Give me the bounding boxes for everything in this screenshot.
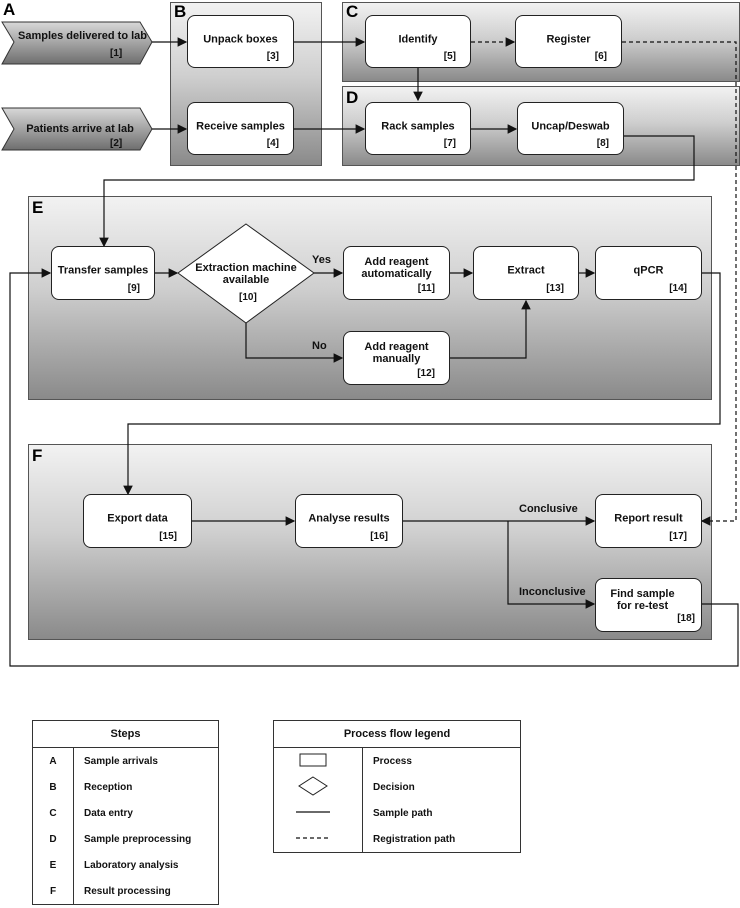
flow-legend-process-label: Process bbox=[362, 747, 521, 774]
node-label: Report result bbox=[614, 512, 683, 525]
node-number: [17] bbox=[669, 531, 687, 542]
node-number: [6] bbox=[594, 51, 607, 62]
node-label: Transfer samples bbox=[57, 264, 149, 277]
node-label: Rack samples bbox=[381, 120, 455, 133]
node-label: Receive samples bbox=[196, 120, 285, 133]
node-export-data: Export data [15] bbox=[83, 494, 192, 548]
steps-value: Result processing bbox=[73, 878, 219, 905]
node-number: [18] bbox=[677, 613, 695, 624]
node-number: [5] bbox=[443, 51, 456, 62]
node-number: [13] bbox=[546, 283, 564, 294]
section-letter-c: C bbox=[346, 2, 359, 21]
section-letter-f: F bbox=[32, 446, 43, 465]
node-number: [15] bbox=[159, 531, 177, 542]
node-label: Export data bbox=[107, 512, 168, 525]
steps-value: Sample preprocessing bbox=[73, 826, 219, 852]
flow-legend-registration-path-label: Registration path bbox=[362, 826, 521, 853]
edge-label-inconclusive: Inconclusive bbox=[519, 586, 586, 598]
steps-key: D bbox=[32, 826, 74, 852]
node-extract: Extract [13] bbox=[473, 246, 579, 300]
node-number: [8] bbox=[596, 138, 609, 149]
steps-key: E bbox=[32, 852, 74, 878]
node-number: [11] bbox=[417, 283, 435, 294]
node-transfer-samples: Transfer samples [9] bbox=[51, 246, 155, 300]
flow-legend-sample-path-label: Sample path bbox=[362, 800, 521, 826]
node-number: [9] bbox=[127, 283, 140, 294]
steps-key: A bbox=[32, 747, 74, 774]
edge-label-no: No bbox=[312, 340, 327, 352]
node-label: Add reagent manually bbox=[364, 341, 429, 366]
node-qpcr: qPCR [14] bbox=[595, 246, 702, 300]
steps-value: Reception bbox=[73, 774, 219, 800]
node-number: [16] bbox=[370, 531, 388, 542]
node-find-sample-for-retest: Find sample for re-test [18] bbox=[595, 578, 702, 632]
node-analyse-results: Analyse results [16] bbox=[295, 494, 403, 548]
node-add-reagent-automatically: Add reagent automatically [11] bbox=[343, 246, 450, 300]
node-label: qPCR bbox=[633, 264, 664, 277]
section-letter-d: D bbox=[346, 88, 359, 107]
node-label: Identify bbox=[398, 33, 438, 46]
node-rack-samples: Rack samples [7] bbox=[365, 102, 471, 155]
steps-value: Laboratory analysis bbox=[73, 852, 219, 878]
node-receive-samples: Receive samples [4] bbox=[187, 102, 294, 155]
samples-delivered-label: Samples delivered to lab bbox=[18, 30, 147, 42]
process-flow-legend: Process flow legend Process Decision Sam… bbox=[273, 720, 521, 853]
node-unpack-boxes: Unpack boxes [3] bbox=[187, 15, 294, 68]
patients-arrive-num: [2] bbox=[110, 138, 123, 149]
flow-legend-title: Process flow legend bbox=[273, 720, 521, 748]
decision-number: [10] bbox=[239, 292, 257, 303]
section-letter-b: B bbox=[174, 2, 187, 21]
node-label: Find sample for re-test bbox=[610, 588, 675, 613]
node-number: [3] bbox=[266, 51, 279, 62]
node-register: Register [6] bbox=[515, 15, 622, 68]
node-add-reagent-manually: Add reagent manually [12] bbox=[343, 331, 450, 385]
patients-arrive-shape bbox=[1, 107, 153, 151]
section-letter-e: E bbox=[32, 198, 44, 217]
steps-legend-title: Steps bbox=[32, 720, 219, 748]
node-label: Add reagent automatically bbox=[361, 256, 432, 281]
node-uncap-deswab: Uncap/Deswab [8] bbox=[517, 102, 624, 155]
node-identify: Identify [5] bbox=[365, 15, 471, 68]
steps-key: C bbox=[32, 800, 74, 826]
node-label: Uncap/Deswab bbox=[531, 120, 610, 133]
samples-delivered-num: [1] bbox=[110, 48, 123, 59]
steps-value: Sample arrivals bbox=[73, 747, 219, 774]
steps-key: B bbox=[32, 774, 74, 800]
node-label: Register bbox=[546, 33, 591, 46]
edge-label-conclusive: Conclusive bbox=[519, 503, 578, 515]
edge-label-yes: Yes bbox=[312, 254, 331, 266]
patients-arrive-label: Patients arrive at lab bbox=[26, 123, 134, 135]
node-number: [7] bbox=[443, 138, 456, 149]
node-number: [12] bbox=[417, 368, 435, 379]
decision-label: Extraction machine available bbox=[195, 262, 297, 286]
node-label: Extract bbox=[507, 264, 545, 277]
steps-key: F bbox=[32, 878, 74, 905]
node-number: [14] bbox=[669, 283, 687, 294]
section-letter-a: A bbox=[3, 0, 16, 19]
node-label: Analyse results bbox=[308, 512, 390, 525]
samples-delivered-shape bbox=[1, 21, 153, 65]
flow-legend-decision-label: Decision bbox=[362, 774, 521, 800]
node-number: [4] bbox=[266, 138, 279, 149]
steps-value: Data entry bbox=[73, 800, 219, 826]
node-label: Unpack boxes bbox=[203, 33, 278, 46]
node-report-result: Report result [17] bbox=[595, 494, 702, 548]
